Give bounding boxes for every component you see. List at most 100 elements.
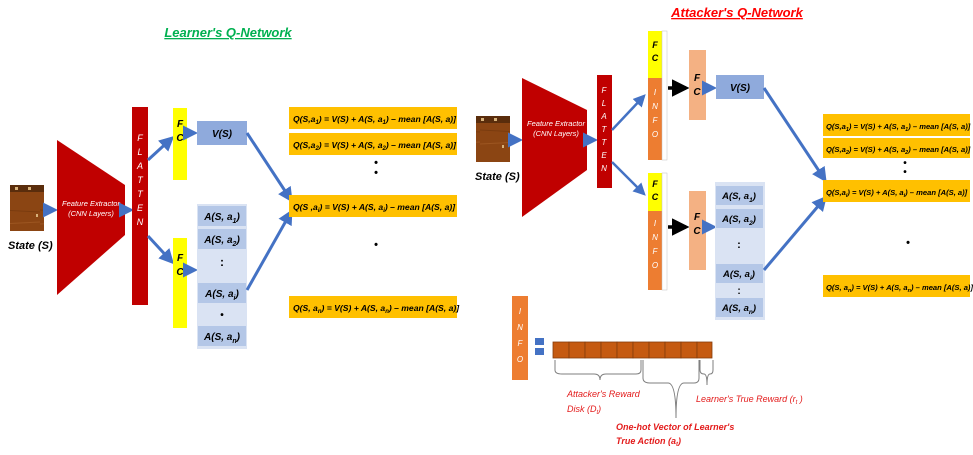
learner-flatten-to-fc-top bbox=[146, 135, 175, 162]
info-letter: I bbox=[654, 219, 657, 228]
advantage-box bbox=[716, 264, 763, 283]
learner-flatten-to-fc-bottom bbox=[146, 234, 175, 265]
info-letter: O bbox=[652, 130, 658, 139]
flatten-letter: T bbox=[137, 175, 144, 185]
brace-reward bbox=[699, 360, 714, 386]
info-letter: F bbox=[518, 339, 524, 348]
attacker-q-values: Q(S,a1) = V(S) + A(S, a1) – mean [A(S, a… bbox=[823, 114, 973, 297]
learner-v-to-q bbox=[245, 132, 293, 203]
flatten-letter: T bbox=[602, 138, 608, 147]
info-vector-legend: I N F O Attacker's Reward Disk (Dt) One-… bbox=[512, 296, 803, 448]
q-formula: Q(S,a2) = V(S) + A(S, a2) – mean [A(S, a… bbox=[293, 140, 457, 152]
attacker-a-to-q bbox=[762, 195, 827, 271]
advantage-label: A(S, ai) bbox=[204, 289, 239, 302]
advantage-ellipsis: : bbox=[737, 286, 740, 297]
info-letter: F bbox=[653, 116, 659, 125]
vector-cell bbox=[632, 341, 650, 359]
advantage-box bbox=[716, 209, 763, 228]
info-marker bbox=[535, 338, 544, 345]
reward-label: Learner's True Reward (rt ) bbox=[696, 394, 803, 406]
attacker-flatten-to-bottom bbox=[611, 161, 646, 196]
q-formula: Q(S, an) = V(S) + A(S, an) – mean [A(S, … bbox=[826, 283, 973, 294]
fc-letter: F bbox=[177, 119, 184, 130]
info-letter: N bbox=[517, 323, 523, 332]
action-label: True Action (at) bbox=[616, 436, 681, 448]
attacker-flatten-bar bbox=[597, 75, 612, 188]
learner-state-label: State (S) bbox=[8, 240, 53, 252]
brace-disk bbox=[554, 360, 642, 381]
q-formula: Q(S, an) = V(S) + A(S, an) – mean [A(S, … bbox=[293, 303, 460, 315]
flatten-letter: L bbox=[602, 99, 606, 108]
q-formula: Q(S,ai) = V(S) + A(S, ai) – mean [A(S, a… bbox=[826, 188, 968, 199]
info-letter: I bbox=[654, 88, 657, 97]
flatten-letter: N bbox=[601, 164, 607, 173]
learner-a-to-q bbox=[245, 209, 293, 291]
learner-value-box bbox=[197, 121, 247, 145]
advantage-box bbox=[198, 283, 246, 303]
learner-flatten-letters: F L A T T E N bbox=[136, 133, 144, 227]
advantage-box bbox=[198, 206, 246, 226]
q-formula-box bbox=[823, 275, 970, 297]
vector-cell bbox=[696, 341, 713, 359]
attacker-feature-extractor bbox=[522, 78, 587, 217]
flatten-letter: E bbox=[137, 203, 144, 213]
fc-letter: C bbox=[176, 267, 184, 278]
q-ellipsis: • bbox=[374, 157, 378, 169]
q-formula-box bbox=[823, 138, 970, 158]
flatten-letter: E bbox=[601, 151, 607, 160]
flatten-letter: A bbox=[600, 112, 606, 121]
vector-cell bbox=[568, 341, 586, 359]
flatten-letter: L bbox=[137, 147, 142, 157]
flatten-letter: N bbox=[137, 217, 144, 227]
attacker-value-box bbox=[716, 75, 764, 99]
vector-cell bbox=[664, 341, 682, 359]
vector-cell bbox=[600, 341, 618, 359]
fc-letter: F bbox=[694, 212, 701, 223]
fc-letter: C bbox=[652, 53, 659, 63]
vector-cell bbox=[680, 341, 698, 359]
advantage-box bbox=[198, 229, 246, 249]
info-bar bbox=[512, 296, 528, 380]
advantage-box bbox=[716, 298, 763, 317]
advantage-label: A(S, an) bbox=[721, 303, 756, 316]
disk-label: Attacker's Reward bbox=[566, 389, 641, 399]
flatten-letter: F bbox=[602, 86, 608, 95]
attacker-fc2-bottom bbox=[689, 191, 706, 270]
learner-feature-extractor bbox=[57, 140, 125, 295]
fc-letter: F bbox=[694, 73, 701, 84]
attacker-network: Attacker's Q-Network State (S) Feature E… bbox=[475, 5, 973, 320]
q-formula: Q(S,a1) = V(S) + A(S, a1) – mean [A(S, a… bbox=[826, 122, 971, 133]
q-ellipsis: • bbox=[374, 239, 378, 251]
attacker-flatten-letters: F L A T T E N bbox=[600, 86, 607, 173]
advantage-label: A(S, a1) bbox=[721, 191, 756, 204]
q-formula-box bbox=[289, 107, 457, 129]
info-letter: N bbox=[652, 233, 658, 242]
q-ellipsis: • bbox=[903, 158, 907, 169]
advantage-box bbox=[198, 326, 246, 346]
learner-fe-label-2: (CNN Layers) bbox=[68, 209, 114, 218]
q-formula: Q(S ,ai) = V(S) + A(S, ai) – mean [A(S, … bbox=[293, 202, 456, 214]
fc-letter: C bbox=[176, 133, 184, 144]
advantage-label: A(S, a2) bbox=[203, 235, 240, 248]
q-formula-box bbox=[289, 195, 457, 217]
learner-fc-bottom bbox=[173, 238, 187, 328]
learner-network: Learner's Q-Network State (S) Feature Ex… bbox=[8, 25, 460, 349]
q-formula-box bbox=[289, 296, 457, 318]
attacker-fc-info-bottom: F C I N F O bbox=[648, 172, 668, 291]
learner-advantage-column: A(S, a1) A(S, a2) : A(S, ai) • A(S, an) bbox=[197, 204, 247, 349]
flatten-letter: T bbox=[602, 125, 608, 134]
learner-q-values: Q(S,a1) = V(S) + A(S, a1) – mean [A(S, a… bbox=[289, 107, 460, 318]
vector-cell bbox=[648, 341, 666, 359]
vector-cell bbox=[552, 341, 570, 359]
q-formula: Q(S,a1) = V(S) + A(S, a1) – mean [A(S, a… bbox=[293, 114, 457, 126]
learner-value-label: V(S) bbox=[212, 129, 233, 140]
advantage-label: A(S, a1) bbox=[203, 212, 240, 225]
q-formula: Q(S,a2) = V(S) + A(S, a2) – mean [A(S, a… bbox=[826, 145, 971, 156]
info-letter: I bbox=[519, 307, 522, 316]
fc-letter: F bbox=[652, 40, 658, 50]
attacker-flatten-to-top bbox=[611, 94, 646, 131]
info-letter: O bbox=[517, 355, 523, 364]
learner-title: Learner's Q-Network bbox=[164, 25, 292, 40]
brace-action bbox=[642, 360, 700, 419]
attacker-fe-label-1: Feature Extractor bbox=[527, 119, 585, 128]
